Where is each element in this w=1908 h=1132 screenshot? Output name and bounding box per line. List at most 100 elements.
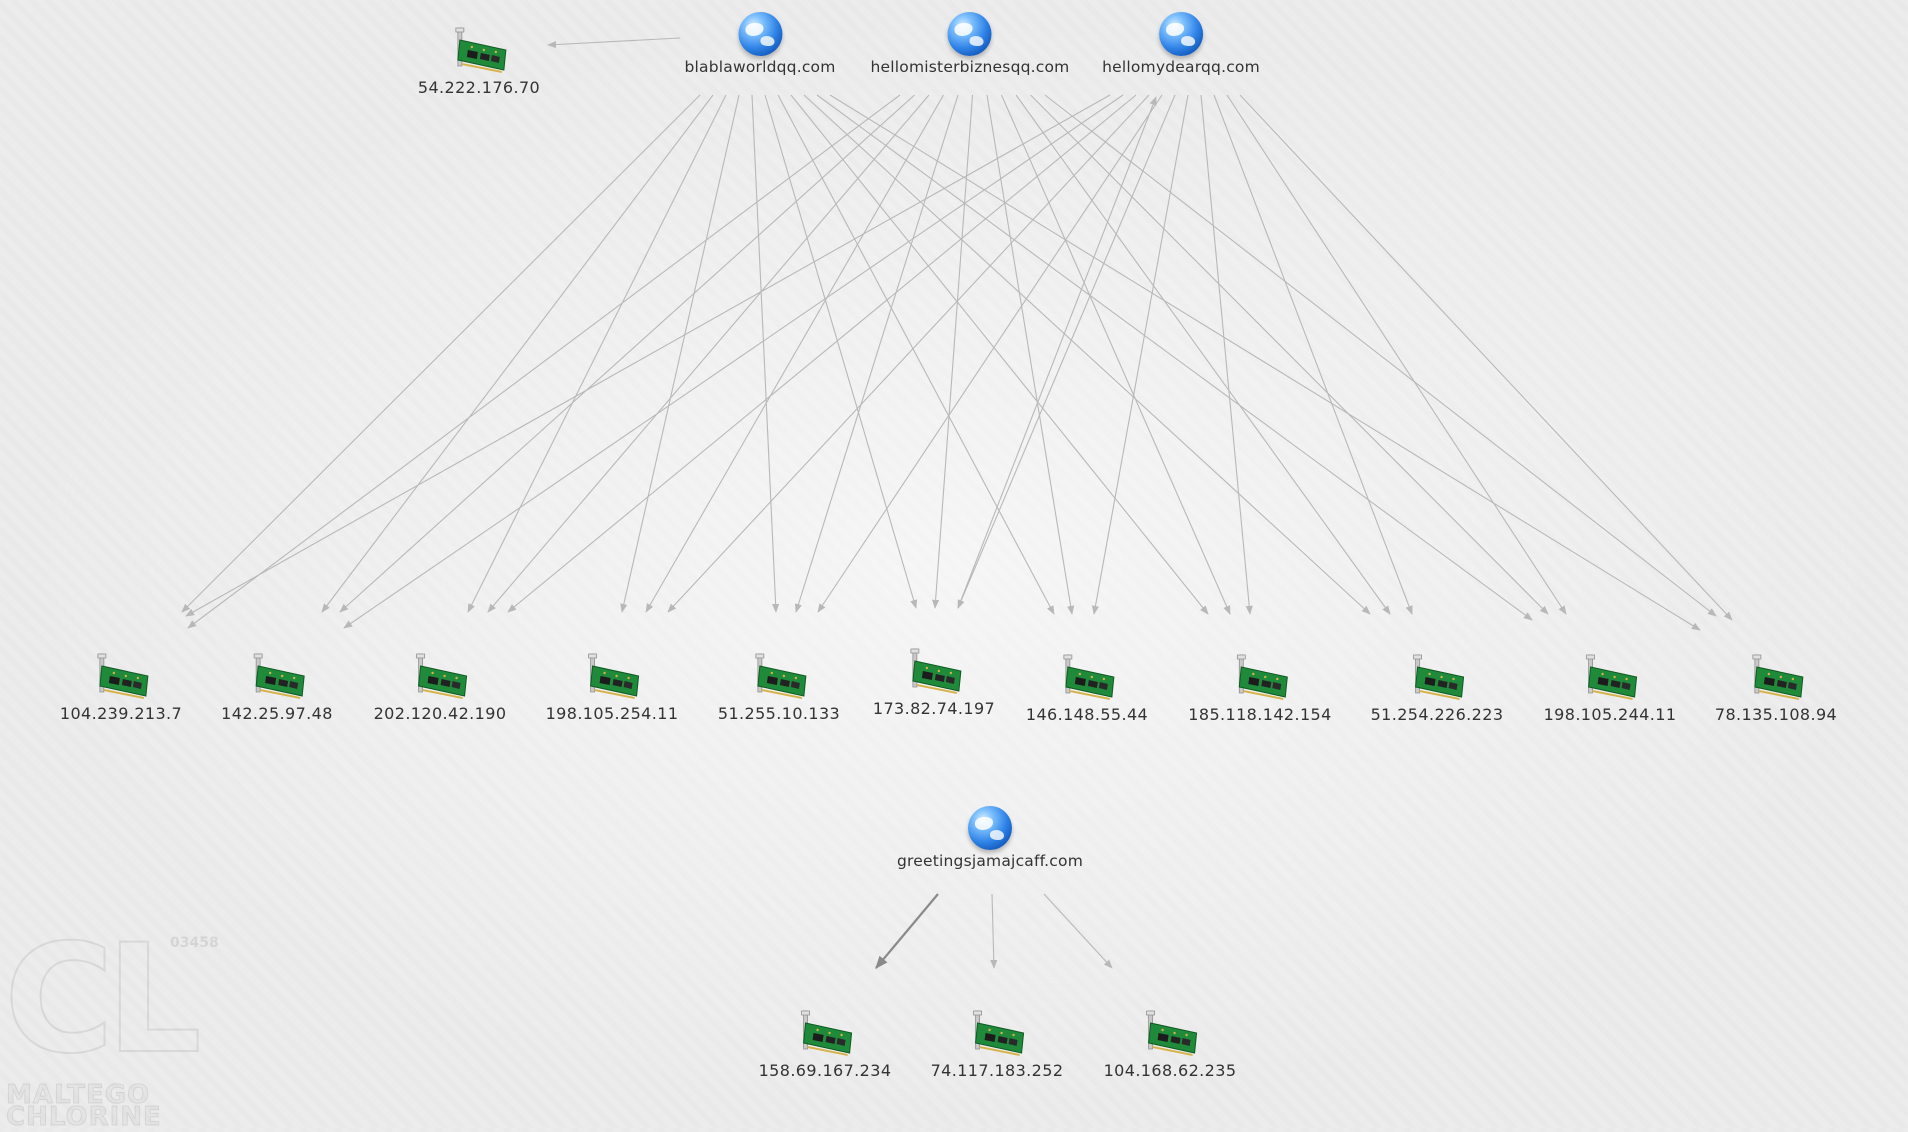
ip-node-78-135-108-94[interactable]: 78.135.108.94 <box>1715 653 1837 724</box>
ip-label: 146.148.55.44 <box>1025 705 1149 724</box>
ip-label: 51.255.10.133 <box>717 704 841 723</box>
ip-label: 78.135.108.94 <box>1714 705 1838 724</box>
link-blablaworldqq-to-142-25-97-48 <box>321 94 714 613</box>
globe-icon <box>1159 12 1203 56</box>
link-hellomydearqq-to-198-105-254-11 <box>667 94 1150 613</box>
link-blablaworldqq-to-51-254-226-223 <box>803 94 1371 615</box>
ip-node-198-105-244-11[interactable]: 198.105.244.11 <box>1544 653 1677 724</box>
domain-node-blablaworldqq[interactable]: blablaworldqq.com <box>684 12 835 76</box>
ip-node-104-239-213-7[interactable]: 104.239.213.7 <box>60 652 182 723</box>
link-blablaworldqq-to-78-135-108-94 <box>829 94 1701 631</box>
ip-node-142-25-97-48[interactable]: 142.25.97.48 <box>221 652 333 723</box>
watermark-number: 03458 <box>170 935 219 951</box>
domain-label: hellomydearqq.com <box>1102 58 1260 76</box>
network-card-icon <box>1229 653 1291 703</box>
link-blablaworldqq-to-51-255-10-133 <box>751 94 780 613</box>
ip-label: 104.239.213.7 <box>59 704 183 723</box>
link-hellomydearqq-to-198-105-244-11 <box>1226 94 1567 615</box>
network-card-icon <box>1745 653 1807 703</box>
link-173-82-74-197-to-hellomydearqq <box>957 96 1157 609</box>
globe-icon <box>967 806 1012 850</box>
link-hellomisterbiznesqq-to-198-105-254-11 <box>645 94 944 613</box>
network-card-icon <box>903 647 965 697</box>
link-greetingsjamajcaff-to-74-117-183-252 <box>990 893 998 969</box>
network-card-icon <box>448 26 510 76</box>
network-card-icon <box>581 652 643 702</box>
ip-node-51-254-226-223[interactable]: 51.254.226.223 <box>1371 653 1504 724</box>
ip-node-185-118-142-154[interactable]: 185.118.142.154 <box>1188 653 1331 724</box>
link-hellomydearqq-to-51-254-226-223 <box>1213 94 1413 615</box>
ip-node-104-168-62-235[interactable]: 104.168.62.235 <box>1104 1009 1237 1080</box>
link-blablaworldqq-to-198-105-254-11 <box>620 94 740 613</box>
link-blablaworldqq-to-173-82-74-197 <box>764 94 918 609</box>
link-hellomisterbiznesqq-to-78-135-108-94 <box>1044 94 1717 617</box>
ip-label: 158.69.167.234 <box>758 1061 892 1080</box>
ip-label: 54.222.176.70 <box>417 78 541 97</box>
globe-icon <box>737 12 782 56</box>
ip-node-54-222-176-70[interactable]: 54.222.176.70 <box>418 26 540 97</box>
network-card-icon <box>1139 1009 1201 1059</box>
link-hellomisterbiznesqq-to-51-255-10-133 <box>794 94 959 613</box>
ip-node-173-82-74-197[interactable]: 173.82.74.197 <box>873 647 995 718</box>
link-hellomisterbiznesqq-to-173-82-74-197 <box>932 94 974 609</box>
link-hellomisterbiznesqq-to-202-120-42-190 <box>487 94 930 613</box>
link-hellomydearqq-to-142-25-97-48 <box>343 94 1124 629</box>
watermark-monogram: CL <box>3 913 203 1087</box>
ip-label: 198.105.244.11 <box>1543 705 1677 724</box>
link-hellomisterbiznesqq-to-142-25-97-48 <box>339 94 915 613</box>
domain-label: hellomisterbiznesqq.com <box>870 58 1070 76</box>
ip-label: 173.82.74.197 <box>872 699 996 718</box>
ip-node-158-69-167-234[interactable]: 158.69.167.234 <box>759 1009 892 1080</box>
domain-label: greetingsjamajcaff.com <box>896 852 1084 870</box>
network-card-icon <box>1056 653 1118 703</box>
link-hellomisterbiznesqq-to-146-148-55-44 <box>986 94 1075 615</box>
link-blablaworldqq-to-54-222-176-70 <box>547 37 681 49</box>
network-card-icon <box>1579 653 1641 703</box>
link-hellomydearqq-to-185-118-142-154 <box>1200 94 1253 615</box>
domain-node-hellomisterbiznesqq[interactable]: hellomisterbiznesqq.com <box>871 12 1070 76</box>
link-hellomydearqq-to-202-120-42-190 <box>507 94 1137 613</box>
link-hellomisterbiznesqq-to-104-239-213-7 <box>187 94 901 629</box>
link-hellomisterbiznesqq-to-51-254-226-223 <box>1015 94 1391 615</box>
ip-label: 185.118.142.154 <box>1188 705 1332 724</box>
network-card-icon <box>409 652 471 702</box>
link-blablaworldqq-to-185-118-142-154 <box>790 94 1209 615</box>
watermark-line-1: MALTEGO <box>5 1080 151 1110</box>
link-hellomydearqq-to-78-135-108-94 <box>1239 94 1733 621</box>
network-card-icon <box>748 652 810 702</box>
link-hellomisterbiznesqq-to-198-105-244-11 <box>1030 94 1549 615</box>
link-hellomydearqq-to-104-239-213-7 <box>185 94 1111 617</box>
link-hellomydearqq-to-51-255-10-133 <box>817 94 1163 613</box>
link-greetingsjamajcaff-to-158-69-167-234 <box>875 893 939 969</box>
ip-node-146-148-55-44[interactable]: 146.148.55.44 <box>1026 653 1148 724</box>
network-card-icon <box>1406 653 1468 703</box>
ip-node-198-105-254-11[interactable]: 198.105.254.11 <box>546 652 679 723</box>
globe-icon <box>947 12 992 56</box>
ip-node-202-120-42-190[interactable]: 202.120.42.190 <box>374 652 507 723</box>
network-card-icon <box>794 1009 856 1059</box>
link-hellomydearqq-to-146-148-55-44 <box>1091 94 1189 615</box>
link-greetingsjamajcaff-to-104-168-62-235 <box>1043 893 1113 969</box>
watermark-line-2: CHLORINE <box>6 1102 162 1132</box>
link-blablaworldqq-to-198-105-244-11 <box>816 94 1533 621</box>
link-blablaworldqq-to-104-239-213-7 <box>181 94 701 613</box>
ip-node-74-117-183-252[interactable]: 74.117.183.252 <box>931 1009 1064 1080</box>
ip-label: 202.120.42.190 <box>373 704 507 723</box>
ip-node-51-255-10-133[interactable]: 51.255.10.133 <box>718 652 840 723</box>
network-card-icon <box>246 652 308 702</box>
network-card-icon <box>90 652 152 702</box>
domain-node-greetingsjamajcaff[interactable]: greetingsjamajcaff.com <box>897 806 1083 870</box>
link-blablaworldqq-to-202-120-42-190 <box>467 94 727 613</box>
ip-label: 142.25.97.48 <box>221 704 333 723</box>
domain-label: blablaworldqq.com <box>684 58 836 76</box>
link-hellomydearqq-to-173-82-74-197 <box>957 94 1176 609</box>
link-blablaworldqq-to-146-148-55-44 <box>777 94 1055 615</box>
ip-label: 104.168.62.235 <box>1103 1061 1237 1080</box>
domain-node-hellomydearqq[interactable]: hellomydearqq.com <box>1102 12 1260 76</box>
ip-label: 198.105.254.11 <box>545 704 679 723</box>
ip-label: 51.254.226.223 <box>1370 705 1504 724</box>
link-hellomisterbiznesqq-to-185-118-142-154 <box>1000 94 1231 615</box>
ip-label: 74.117.183.252 <box>930 1061 1064 1080</box>
network-card-icon <box>966 1009 1028 1059</box>
